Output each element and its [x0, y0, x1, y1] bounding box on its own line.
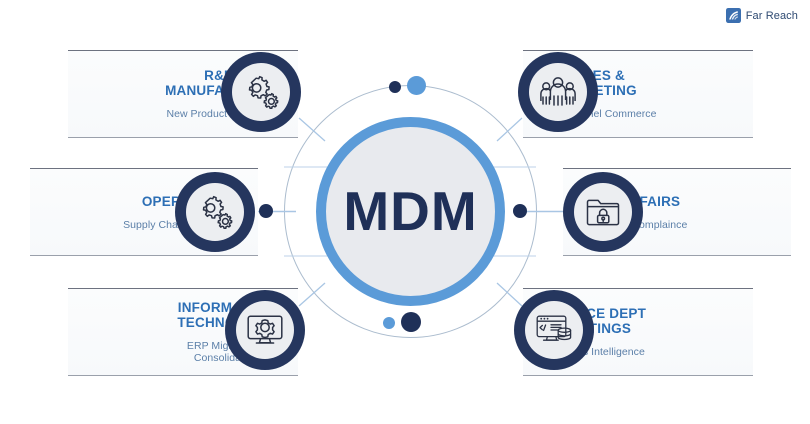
mdm-hub-circle[interactable]: MDM: [316, 117, 505, 306]
brand-logo: Far Reach: [725, 8, 798, 23]
mdm-center-hub[interactable]: MDM: [259, 74, 548, 349]
panel-bottom-rule: [68, 375, 298, 376]
gears-icon: [197, 195, 233, 229]
badge-information-technology[interactable]: [225, 290, 305, 370]
orbit-dot-top-blue: [407, 76, 426, 95]
folder-lock-icon: [585, 196, 621, 228]
gears-icon: [243, 75, 279, 109]
panel-bottom-rule: [563, 255, 791, 256]
panel-bottom-rule: [523, 375, 753, 376]
mdm-label: MDM: [343, 180, 478, 242]
panel-top-rule: [523, 288, 753, 289]
badge-finance-dept-costings[interactable]: [514, 290, 594, 370]
orbit-dot-bottom-blue: [383, 317, 395, 329]
orbit-dot-bottom-navy: [401, 312, 421, 332]
orbit-dot-left-navy: [259, 204, 273, 218]
panel-top-rule: [68, 288, 298, 289]
panel-top-rule: [523, 50, 753, 51]
orbit-dot-right-navy: [513, 204, 527, 218]
far-reach-logo-icon: [725, 8, 741, 23]
badge-reg-affairs[interactable]: [563, 172, 643, 252]
badge-operations[interactable]: [175, 172, 255, 252]
panel-bottom-rule: [30, 255, 258, 256]
panel-bottom-rule: [523, 137, 753, 138]
people-group-icon: [539, 75, 577, 109]
monitor-gear-icon: [246, 313, 284, 347]
orbit-dot-top-navy: [389, 81, 401, 93]
brand-name: Far Reach: [745, 9, 798, 22]
panel-top-rule: [30, 168, 258, 169]
panel-top-rule: [563, 168, 791, 169]
panel-top-rule: [68, 50, 298, 51]
badge-sales-marketing[interactable]: [518, 52, 598, 132]
panel-bottom-rule: [68, 137, 298, 138]
badge-rd-manufacturing[interactable]: [221, 52, 301, 132]
monitor-database-icon: [535, 313, 573, 347]
